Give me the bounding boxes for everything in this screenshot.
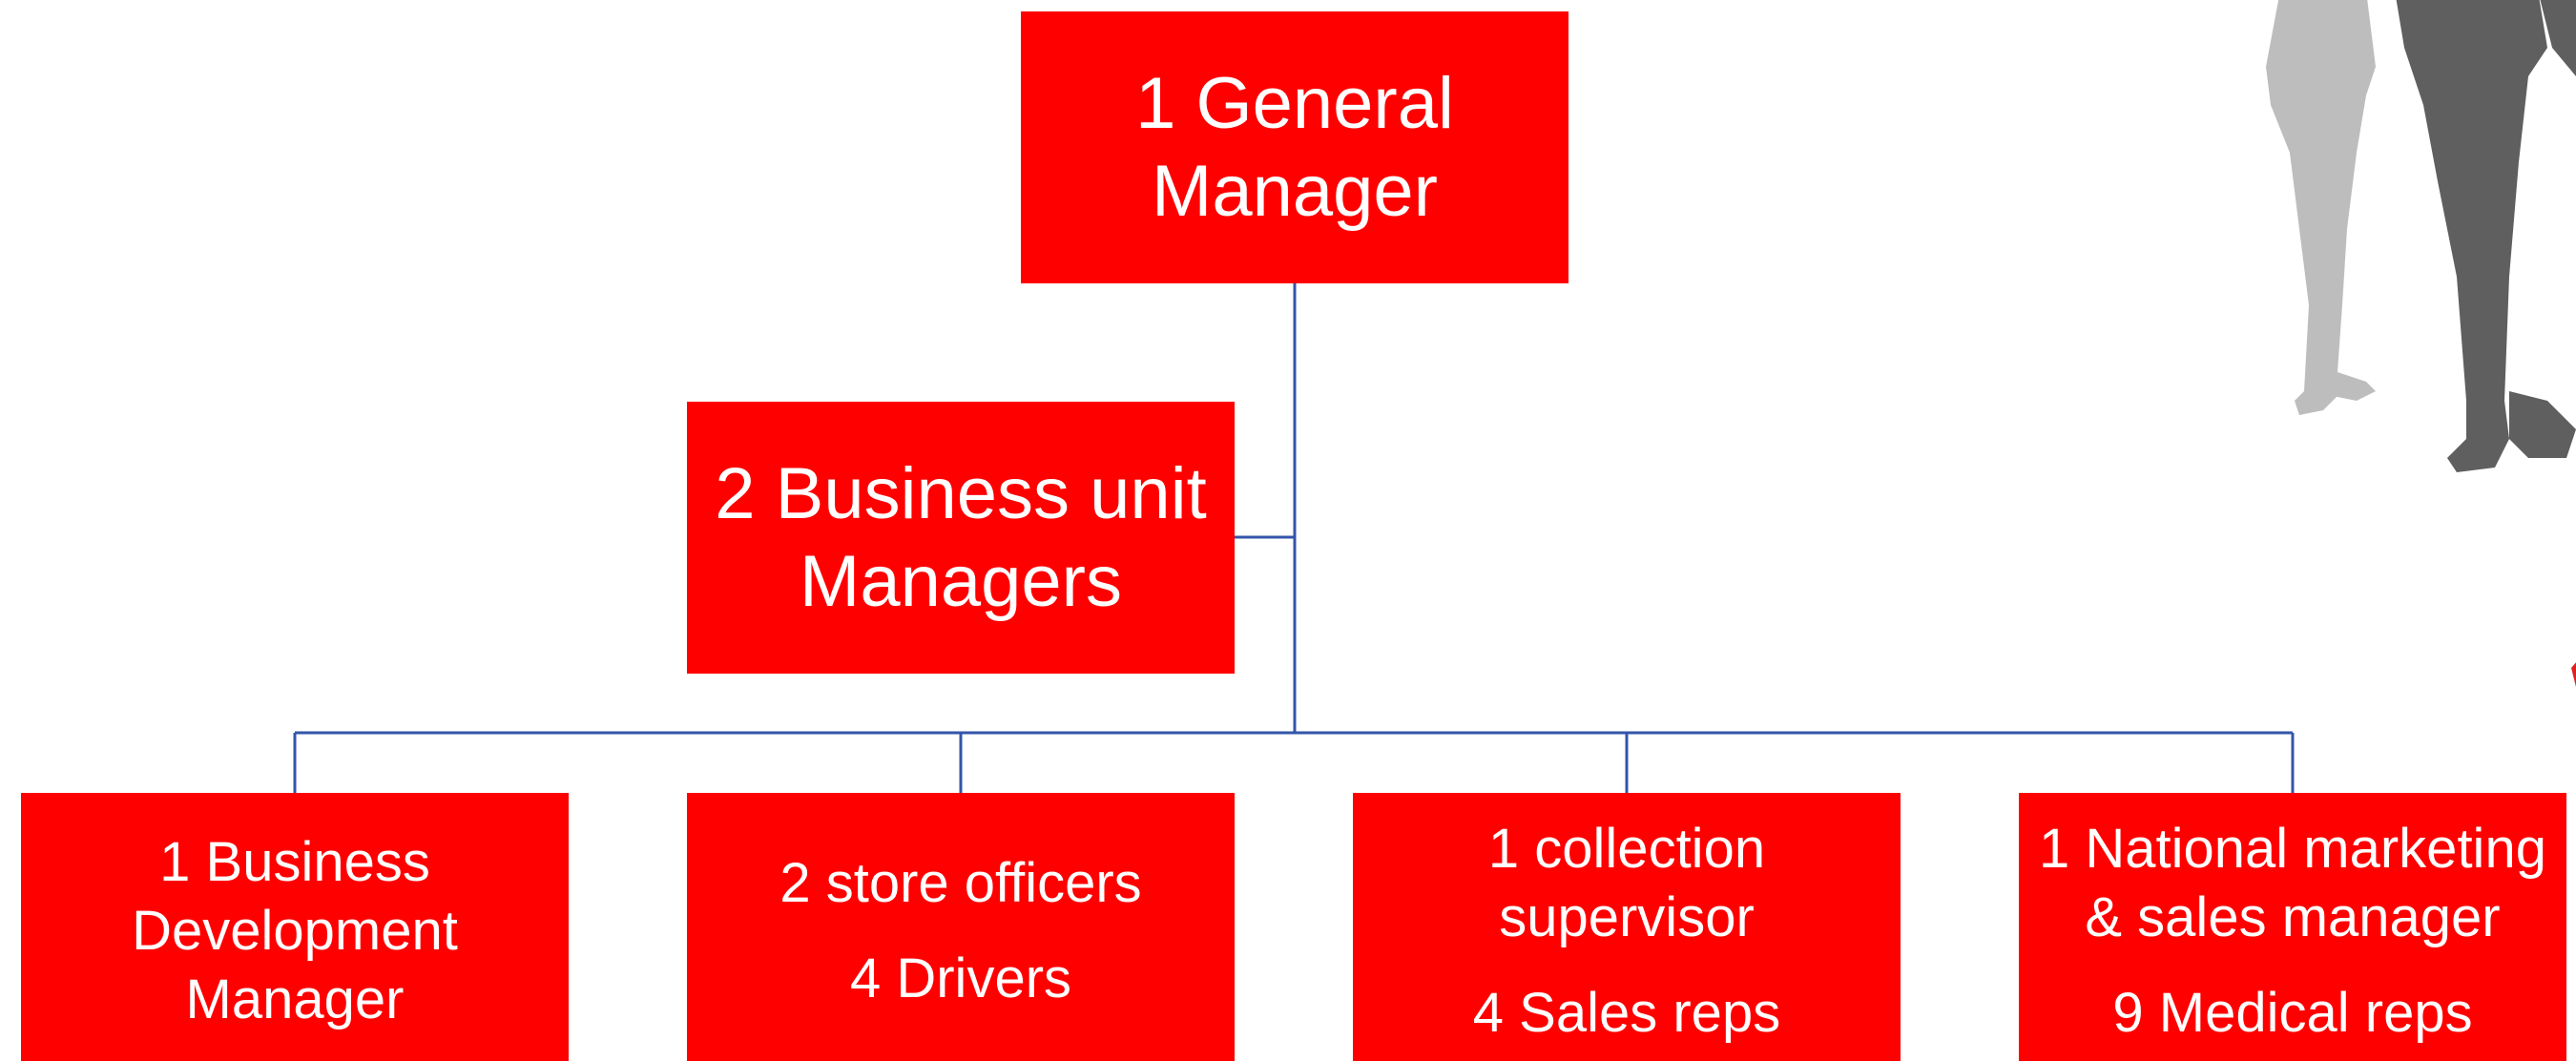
node-text: 2 Business unit xyxy=(715,452,1207,534)
node-text: 1 Business xyxy=(159,831,430,893)
node-text: 1 General xyxy=(1135,62,1454,144)
node-collection-supervisor: 1 collection supervisor 4 Sales reps xyxy=(1353,793,1901,1061)
red-shape-icon xyxy=(2571,662,2576,687)
node-store-officers: 2 store officers 4 Drivers xyxy=(687,793,1235,1061)
node-text: Managers xyxy=(800,540,1122,622)
node-text: 4 Sales reps xyxy=(1472,982,1781,1044)
node-text: Development xyxy=(132,900,458,962)
node-general-manager: 1 General Manager xyxy=(1021,11,1568,283)
node-text: 2 store officers xyxy=(779,852,1142,914)
node-text: 1 National marketing xyxy=(2039,818,2546,880)
node-text: & sales manager xyxy=(2085,886,2501,948)
node-text: 4 Drivers xyxy=(849,947,1072,1009)
node-text: Manager xyxy=(1152,150,1438,232)
node-business-unit-managers: 2 Business unit Managers xyxy=(687,402,1235,674)
people-silhouette-icon xyxy=(2266,0,2576,472)
node-business-development: 1 Business Development Manager xyxy=(21,793,569,1061)
node-text: 1 collection xyxy=(1487,818,1766,880)
node-text: Manager xyxy=(185,968,405,1030)
node-text: 9 Medical reps xyxy=(2112,982,2473,1044)
node-national-marketing: 1 National marketing & sales manager 9 M… xyxy=(2019,793,2566,1061)
woman-silhouette-icon xyxy=(2266,0,2376,415)
man-silhouette-icon xyxy=(2396,0,2576,472)
node-text: supervisor xyxy=(1499,886,1755,948)
